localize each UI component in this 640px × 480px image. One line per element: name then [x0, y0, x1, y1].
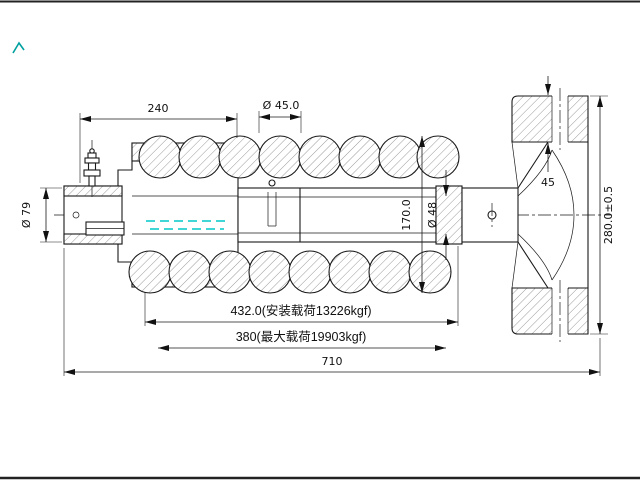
dim-label-280: 280.0±0.5 [602, 186, 615, 244]
coil-spring [128, 135, 460, 294]
fluid-level-dashes [146, 220, 228, 230]
rod-grease-fitting [267, 179, 277, 227]
left-cylinder [63, 185, 125, 245]
dimension-45-dia: Ø 45.0 [258, 99, 302, 133]
dimension-432-load: 432.0(安装载荷13226kgf) [144, 246, 459, 326]
dimension-240: 240 [79, 102, 238, 183]
dimension-45: 45 [541, 76, 555, 189]
piston-rod [237, 179, 437, 243]
dimension-48-dia: Ø 48 [426, 170, 449, 260]
dim-label-240: 240 [148, 102, 169, 115]
dim-label-79-dia: Ø 79 [20, 202, 33, 228]
surface-finish-mark [12, 41, 25, 54]
dimension-280: 280.0±0.5 [590, 95, 615, 335]
spring-rear-seat [435, 185, 463, 245]
dimension-710: 710 [63, 248, 601, 376]
dim-label-48-dia: Ø 48 [426, 202, 439, 228]
dim-label-45-dia: Ø 45.0 [263, 99, 300, 112]
dimension-170: 170.0 [400, 136, 425, 293]
grease-valve [83, 140, 101, 200]
dimension-79-dia: Ø 79 [20, 187, 62, 243]
dim-label-380-load: 380(最大载荷19903kgf) [236, 330, 367, 344]
dim-label-45: 45 [541, 176, 555, 189]
dim-label-432-load: 432.0(安装载荷13226kgf) [230, 303, 371, 318]
right-yoke [461, 88, 589, 342]
top-flange [511, 95, 589, 143]
dimension-380-load: 380(最大载荷19903kgf) [158, 330, 446, 351]
dim-label-710: 710 [322, 355, 343, 368]
bottom-flange [511, 287, 589, 335]
dim-label-170: 170.0 [400, 199, 413, 231]
cap-face-hole [72, 211, 80, 219]
